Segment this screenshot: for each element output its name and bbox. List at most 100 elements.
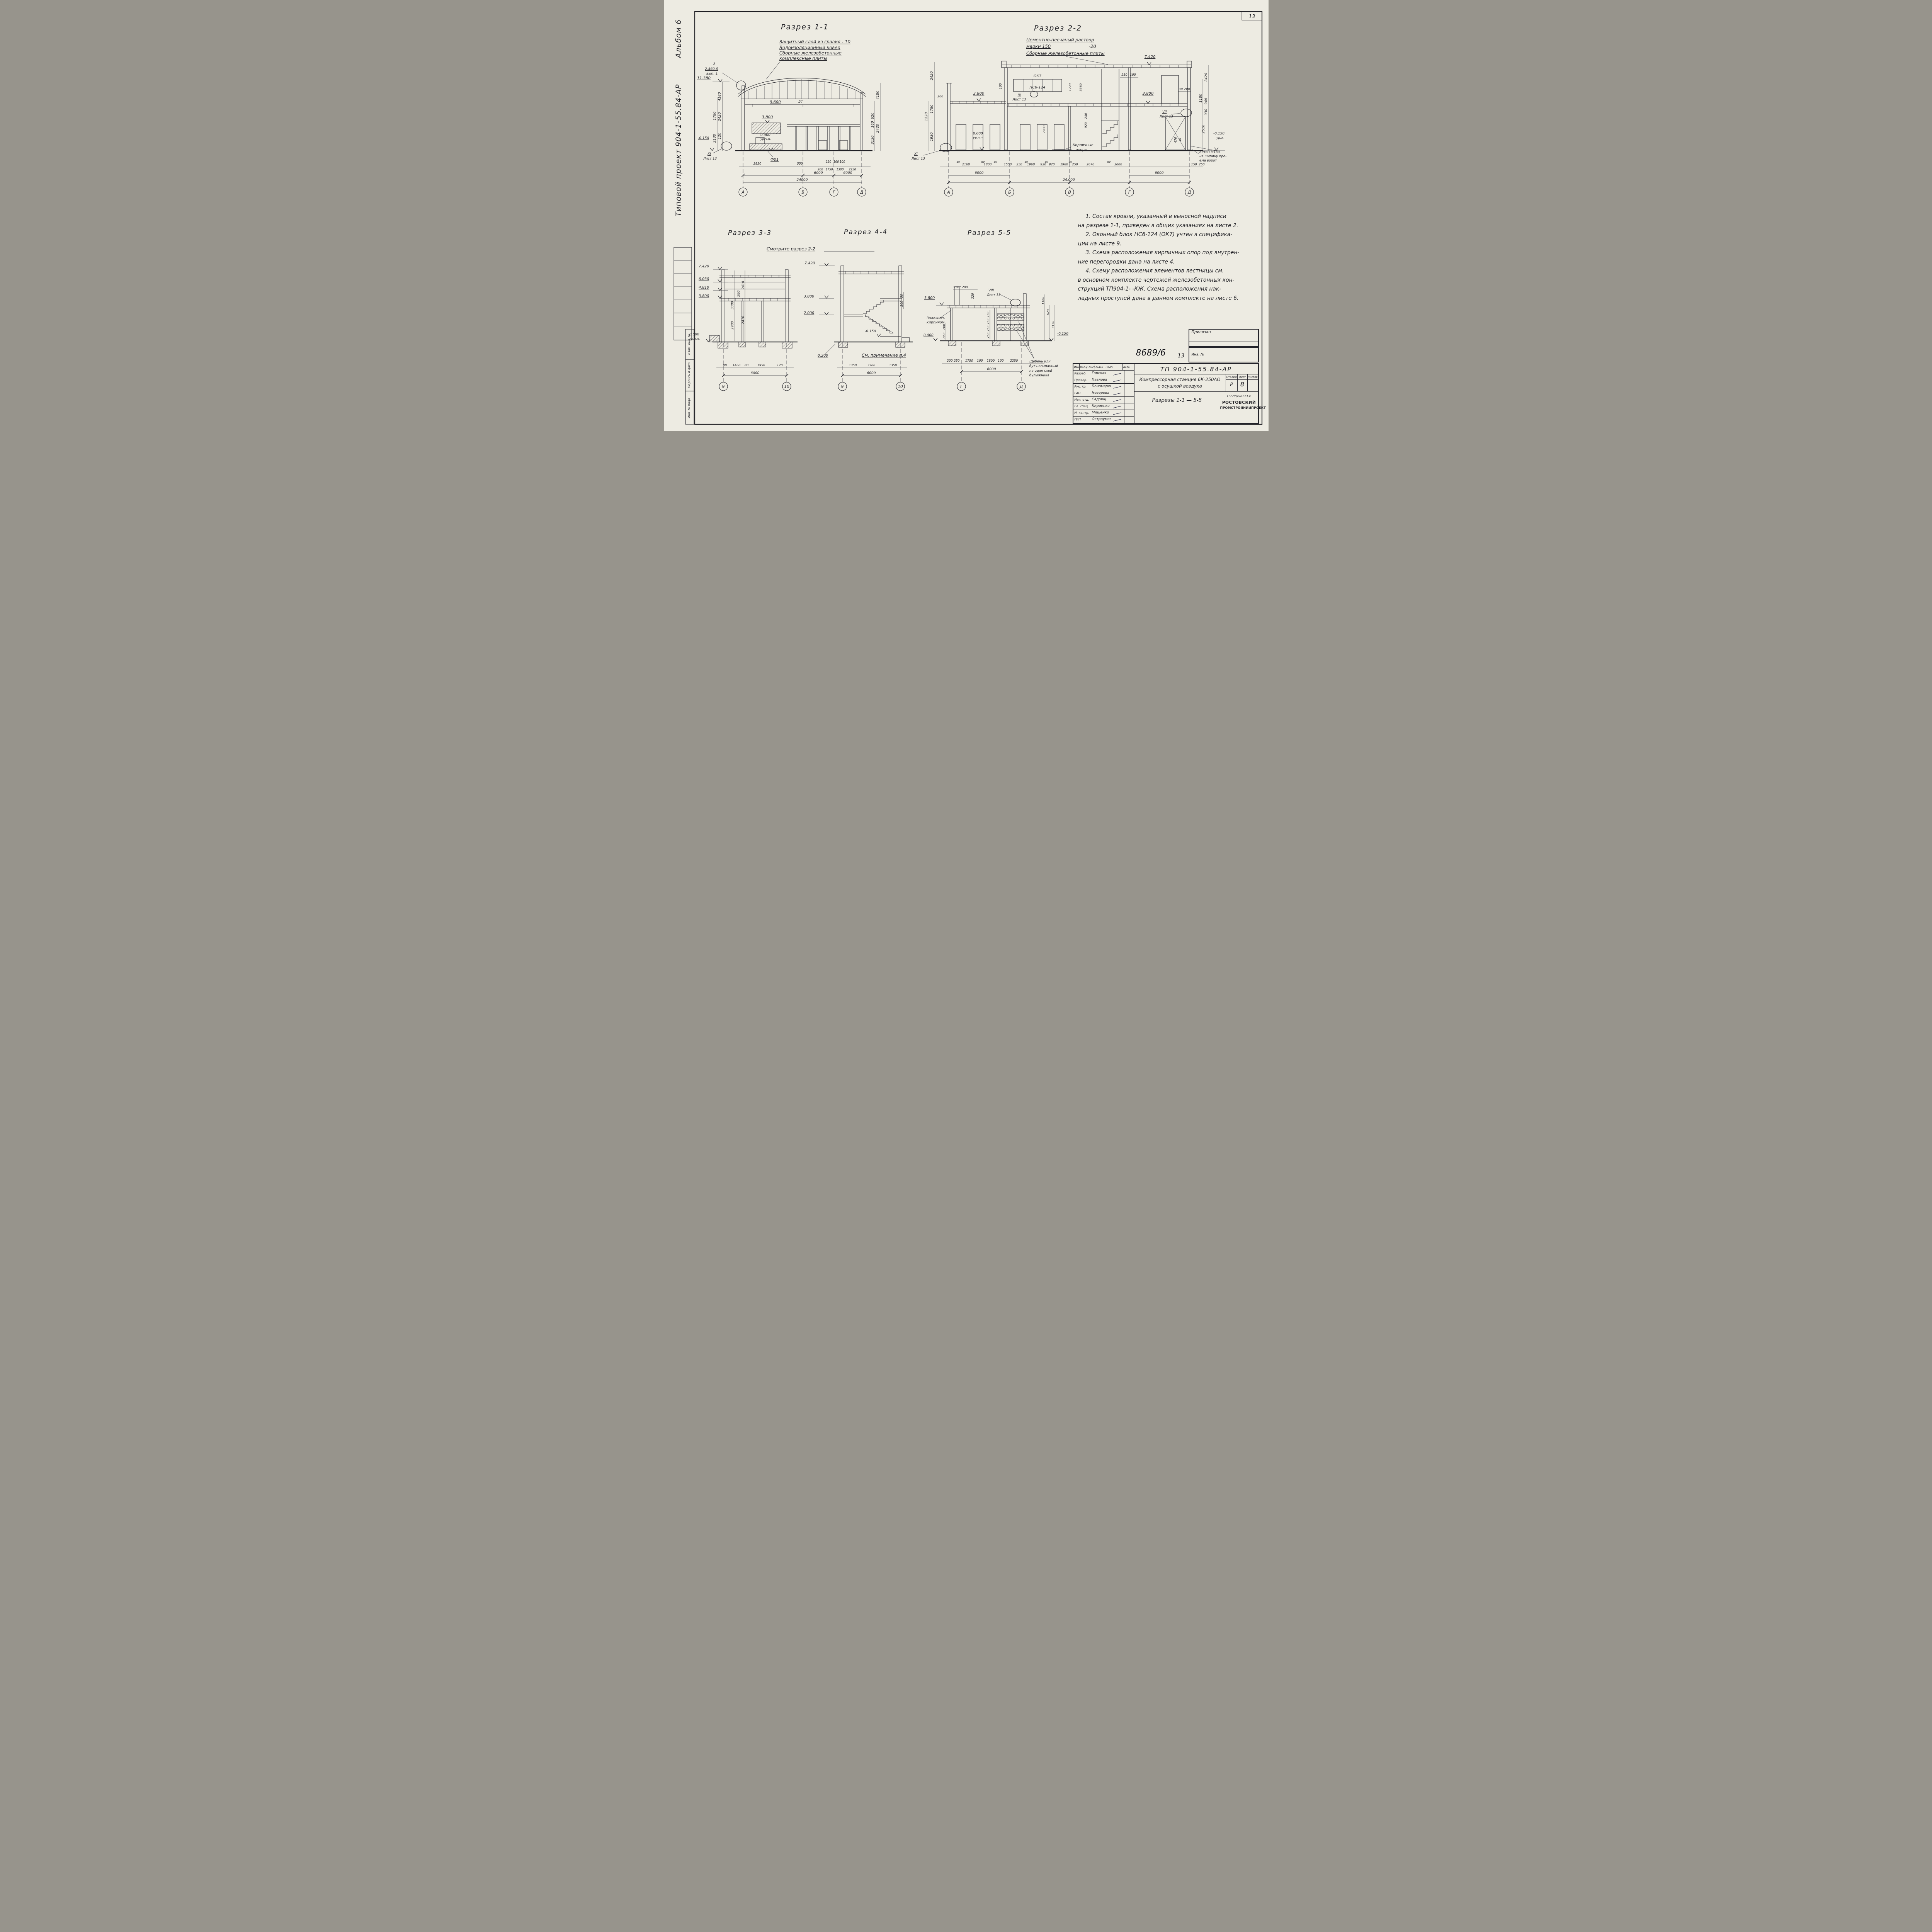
- dim-label: 24000: [796, 178, 808, 182]
- signature-cell: [1111, 403, 1124, 410]
- dim-label: 1180: [1199, 94, 1203, 102]
- spine-album-label: Альбом 6: [674, 19, 683, 59]
- header-cell: №док: [1095, 364, 1105, 370]
- dim-label: 2420: [718, 112, 722, 121]
- axis-label: 10: [898, 384, 903, 389]
- signature-cell: [1111, 371, 1124, 377]
- dim-label: 1350: [889, 364, 896, 367]
- dim-label: 100: [1130, 73, 1136, 77]
- dim-label: 6000: [987, 367, 996, 371]
- dim-label: 80: [1068, 160, 1072, 163]
- dim-label: 750: [986, 325, 990, 331]
- dim-label: 6000: [843, 171, 852, 175]
- document-code: ТП 904-1-55.84-АР: [1134, 364, 1258, 374]
- elevation-label: -0.150: [865, 330, 876, 333]
- dim-label: 2980: [1043, 126, 1046, 133]
- dim-label: 2410: [742, 316, 745, 324]
- elevation-label: 7.420: [804, 261, 815, 265]
- level-label: ур.ч.п.: [760, 137, 771, 141]
- inventory-number-box: Инв. №: [1188, 347, 1259, 362]
- drawing-canvas: 13 Типовой проект 904-1-55.84-АР Альбом …: [673, 11, 1262, 425]
- name-label: Кириенко: [1091, 403, 1111, 410]
- axis-label: В: [801, 190, 804, 195]
- dim-label: 100: [833, 160, 839, 163]
- dim-label: 1460: [732, 364, 740, 367]
- signature-row: Разраб.Горская: [1073, 371, 1134, 377]
- dim-label: 470: [1174, 137, 1177, 143]
- dim-label: 200: [962, 286, 968, 289]
- detail-ref: вып. 1: [706, 72, 718, 76]
- org-line: РОСТОВСКИЙ: [1222, 400, 1256, 405]
- dim-label: 1220: [1068, 83, 1072, 91]
- date-cell: [1124, 417, 1134, 423]
- dim-label: 1220: [925, 112, 929, 121]
- foundation-label: Ф01: [770, 158, 779, 162]
- spine: Типовой проект 904-1-55.84-АР Альбом 6 В…: [673, 19, 694, 425]
- margin-label-vzam: Взам. инв. №: [687, 334, 691, 355]
- callout-text: Бетон М150: [1199, 150, 1220, 154]
- dim-label: 200: [942, 324, 946, 330]
- dim-label: 550: [797, 162, 803, 165]
- notes-block: 1. Состав кровли, указанный в выносной н…: [1078, 212, 1260, 303]
- dim-label: 1300: [836, 168, 844, 171]
- section-title: Разрез 3-3: [728, 229, 772, 237]
- crane-capacity-label: 5т: [798, 100, 803, 104]
- dim-label: 920: [1084, 122, 1088, 128]
- axis-label: В: [1068, 190, 1071, 195]
- callout-text: Кирпичные: [1073, 143, 1094, 147]
- name-label: Садовщ.: [1091, 397, 1111, 403]
- dim-label: 24.000: [1063, 178, 1075, 182]
- header-cell: Дата: [1123, 366, 1130, 369]
- dim-label: 250: [1121, 73, 1127, 77]
- name-label: Неверова: [1091, 390, 1111, 396]
- dim-label: 200: [900, 301, 903, 306]
- dim-label: 2850: [753, 162, 761, 165]
- note-line: ладных проступей дана в данном комплекте…: [1078, 295, 1239, 301]
- note-line: 2. Оконный блок НС6-124 (ОК7) учтен в сп…: [1085, 231, 1233, 238]
- dim-label: 250: [1199, 163, 1204, 166]
- signature-row: Провер.Павлова: [1073, 377, 1134, 384]
- project-title: Компрессорная станция 6К-250АО с осушкой…: [1134, 374, 1226, 392]
- axis-label: Д: [1019, 384, 1022, 389]
- elevation-label: -0.150: [698, 136, 709, 140]
- dim-label: 4180: [718, 92, 722, 101]
- callout-text: См. примечание п.4: [862, 353, 906, 358]
- dim-label: 6000: [867, 371, 876, 375]
- elevation-label: 0.000: [689, 333, 699, 337]
- window-block-mark: НС6-124: [1029, 85, 1045, 90]
- signature-row: Гл. спец.Кириенко: [1073, 403, 1134, 410]
- dim-label: 200: [817, 168, 823, 171]
- elevation-label: 0.000: [973, 132, 983, 136]
- axis-label: А: [741, 190, 745, 195]
- handwritten-archive-number: 8689/6: [1136, 348, 1166, 358]
- dim-label: 1750: [965, 359, 973, 362]
- callout-text: ема ворот: [1199, 159, 1217, 163]
- dim-label: 1780: [930, 104, 934, 113]
- name-label: Горская: [1091, 371, 1111, 377]
- dim-label: 620: [871, 112, 875, 119]
- level-label: ур.ч.п.: [689, 337, 700, 340]
- callout-text: Цементно-песчаный раствор: [1026, 37, 1094, 43]
- dim-label: 1350: [849, 364, 856, 367]
- dim-label: 6000: [975, 171, 983, 175]
- date-cell: [1124, 371, 1134, 377]
- dim-label: 580: [737, 291, 741, 297]
- role-label: Нач. отд.: [1073, 397, 1091, 403]
- detail-ref: XI: [707, 152, 711, 156]
- dim-label: 250: [1072, 163, 1078, 166]
- note-line: 1. Состав кровли, указанный в выносной н…: [1085, 213, 1226, 219]
- section-title: Разрез 1-1: [781, 23, 829, 31]
- dim-label: 750: [986, 311, 990, 317]
- org-line: Госстрой СССР: [1227, 395, 1251, 398]
- detail-ref: VIII: [988, 289, 994, 293]
- detail-ref: VII: [1162, 110, 1167, 114]
- callout-text: Заложить: [927, 316, 945, 320]
- dim-label: 3130: [1051, 321, 1055, 328]
- dim-label: 30: [900, 294, 903, 298]
- detail-ref: Лист 13: [1159, 115, 1173, 119]
- dim-label: 1750: [825, 168, 833, 171]
- note-line: 4. Схему расположения элементов лестницы…: [1085, 268, 1224, 274]
- dim-label: 2510: [1202, 124, 1206, 133]
- sheet-header: Лист: [1238, 374, 1248, 379]
